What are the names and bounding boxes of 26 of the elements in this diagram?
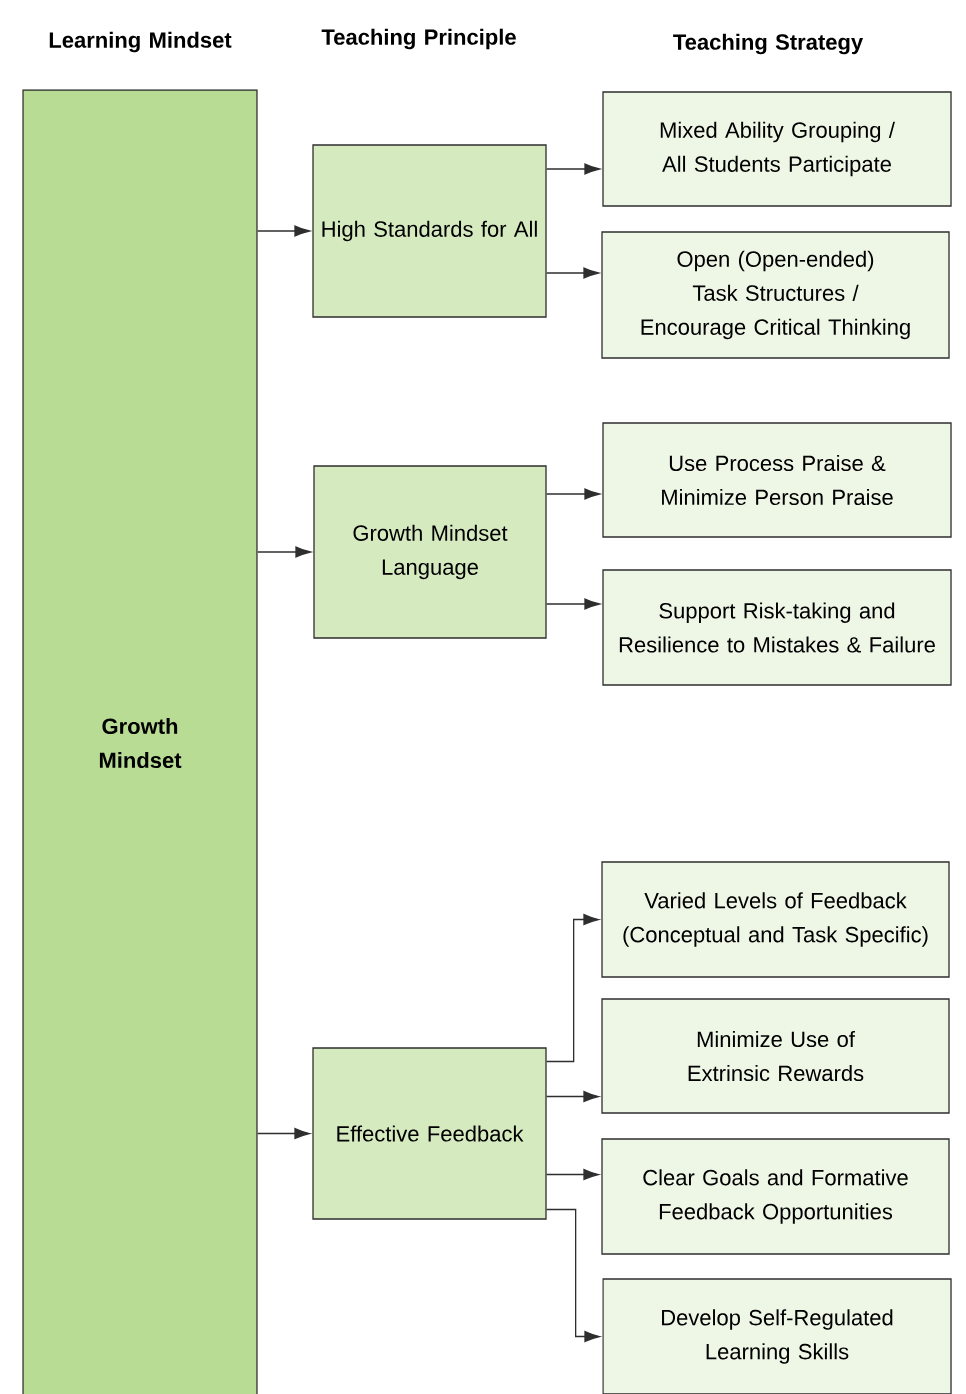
arrow xyxy=(546,163,600,175)
strategy-box: Varied Levels of Feedback (Conceptual and Task Specific) xyxy=(601,861,950,978)
strategy-box: Clear Goals and Formative Feedback Opportunities xyxy=(601,1138,950,1255)
principle-box: Growth Mindset Language xyxy=(313,465,547,639)
column-heading: Teaching Strategy xyxy=(673,33,864,55)
arrow xyxy=(257,546,311,558)
arrow xyxy=(546,598,600,610)
principle-box: Effective Feedback xyxy=(312,1047,547,1220)
strategy-box: Use Process Praise & Minimize Person Praise xyxy=(602,422,952,538)
strategy-box: Open (Open-ended) Task Structures / Encourage Critical Thinking xyxy=(601,231,950,359)
strategy-box: Develop Self-Regulated Learning Skills xyxy=(602,1278,952,1394)
arrow xyxy=(546,1208,600,1343)
strategy-box: Support Risk-taking and Resilience to Mistakes & Failure xyxy=(602,569,952,686)
arrow xyxy=(257,225,310,237)
arrow xyxy=(546,1168,599,1181)
column-heading: Teaching Principle xyxy=(321,28,516,50)
principle-box: High Standards for All xyxy=(312,144,547,318)
strategy-box: Minimize Use of Extrinsic Rewards xyxy=(601,998,950,1114)
column-heading: Learning Mindset xyxy=(49,31,232,53)
mindset-column: Growth Mindset xyxy=(22,89,258,1394)
strategy-box: Mixed Ability Grouping / All Students Participate xyxy=(602,91,952,207)
arrow xyxy=(257,1127,310,1140)
arrow xyxy=(546,913,599,1063)
arrow xyxy=(546,488,600,500)
arrow xyxy=(546,267,599,279)
arrow xyxy=(546,1090,599,1103)
